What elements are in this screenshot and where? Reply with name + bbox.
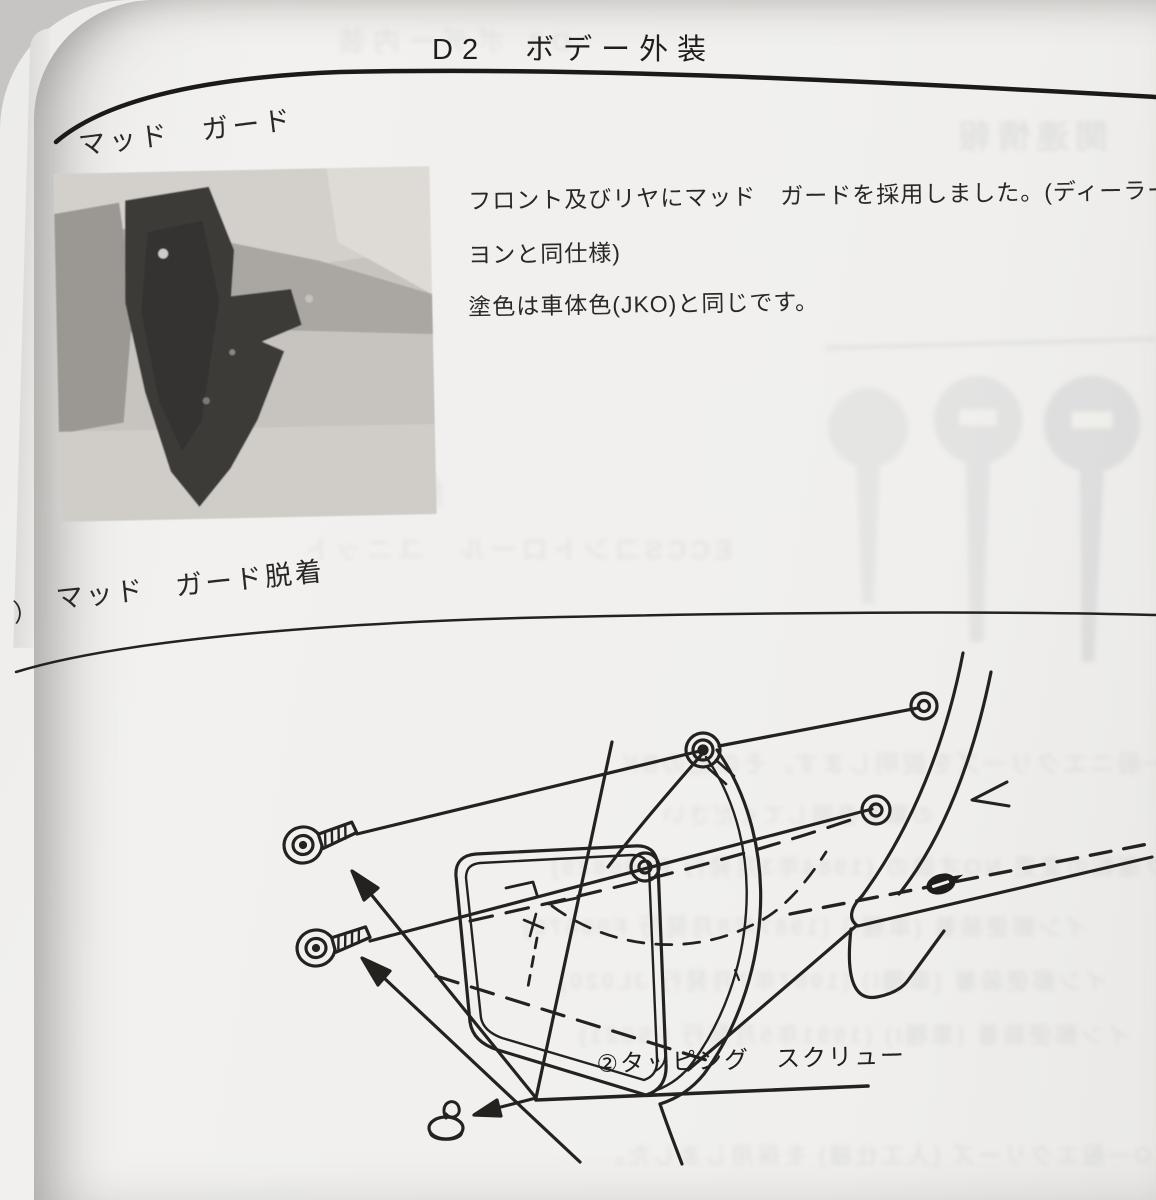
- fender-arc-outer: [860, 651, 965, 898]
- bracket-mark-2: [547, 896, 579, 906]
- header-rule: [53, 68, 1156, 145]
- grommet-large: [684, 731, 736, 786]
- section-rule: [14, 611, 1156, 674]
- insert-arrow-1: [350, 869, 538, 1100]
- page-header-title: D2 ボデー外装: [432, 34, 716, 66]
- panel-left-edge: [606, 751, 705, 869]
- small-tick: [733, 968, 741, 982]
- panel-bottom-tip: [658, 1102, 684, 1166]
- ghost-key-3: [1044, 376, 1140, 662]
- body-text-line-3: 塗色は車体色(JKO)と同じです。: [468, 288, 820, 320]
- bracket-mark-1: [504, 880, 539, 897]
- rear-dashed-edge: [788, 842, 1150, 916]
- car-body-line: [686, 924, 858, 1072]
- insert-arrow-3: [472, 1096, 538, 1118]
- hidden-edge-dash-2: [434, 974, 708, 1062]
- ghost-key-1: [828, 388, 908, 604]
- mud-guard-photo: [53, 166, 437, 522]
- tapping-screw-3: [427, 1100, 465, 1141]
- direction-chevron: [970, 780, 1011, 808]
- hidden-edge-dash-1: [468, 814, 864, 923]
- insert-arrow-2: [360, 956, 582, 1164]
- panel-right-edge: [658, 748, 763, 1106]
- leader-line-mid: [368, 807, 874, 943]
- grommet-front-guard: [629, 851, 661, 883]
- mud-guard-diagram: [282, 651, 1154, 1166]
- callout-underline: [534, 1084, 870, 1102]
- hidden-edge-dash-3: [550, 850, 828, 946]
- fender-arc-inner: [897, 670, 993, 896]
- grommet-top-right: [909, 691, 939, 721]
- rear-mud-guard-outline: [847, 927, 946, 1000]
- tapping-screw-2: [295, 925, 372, 968]
- front-mud-guard-inner-line: [464, 853, 659, 1082]
- ghost-key-2: [934, 376, 1022, 642]
- leader-line-lower: [534, 740, 614, 1100]
- panel-right-edge-inner: [655, 755, 748, 1092]
- tapping-screw-1: [282, 820, 359, 865]
- center-mark: [522, 912, 545, 938]
- body-text-line-2: ヨンと同仕様): [468, 239, 622, 268]
- section-prefix-paren: ）: [11, 596, 43, 628]
- rear-tapping-screw: [926, 873, 964, 895]
- front-mud-guard-outline: [454, 844, 668, 1097]
- leader-line-top: [355, 749, 702, 836]
- leader-line-top-right: [717, 706, 920, 748]
- grommet-mid-right: [860, 794, 892, 826]
- hidden-edge-dash-4: [525, 936, 539, 994]
